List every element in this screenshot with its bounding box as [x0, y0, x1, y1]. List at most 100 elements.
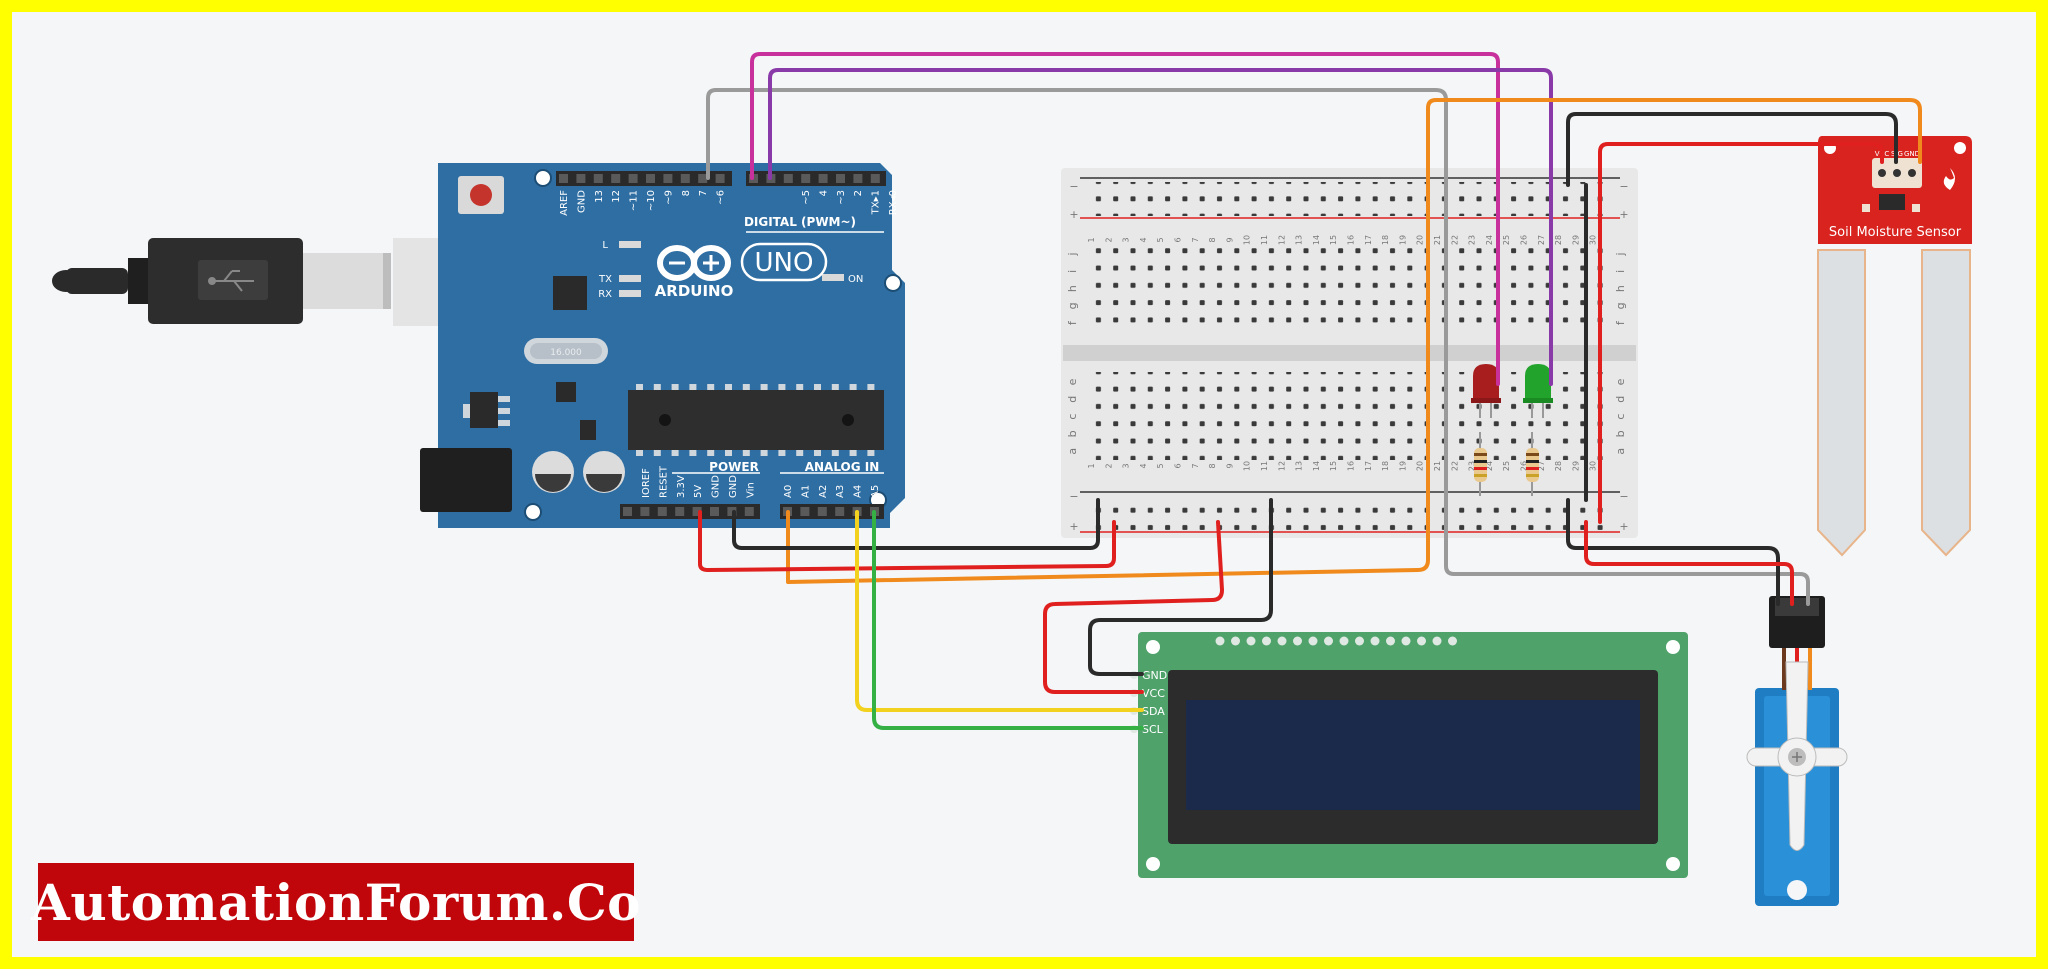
pin-label: RX◂0: [888, 190, 899, 215]
pin-label: ~11: [629, 190, 640, 211]
column-number: 18: [1381, 235, 1390, 245]
row-letter: c: [1614, 414, 1627, 420]
column-number: 1: [1087, 237, 1096, 242]
pin-label: ~9: [663, 190, 674, 205]
column-number: 26: [1520, 461, 1529, 471]
mounting-hole: [884, 274, 902, 292]
row-letter: b: [1614, 430, 1627, 437]
rail-plus-label: +: [1619, 208, 1628, 221]
column-number: 13: [1295, 235, 1304, 245]
row-letter: j: [1066, 252, 1079, 256]
led-on: [822, 274, 844, 281]
column-number: 2: [1104, 463, 1113, 468]
pin-label: A3: [835, 485, 846, 498]
pin-label: 12: [611, 190, 622, 203]
pin-label: ~10: [646, 190, 657, 211]
brand-banner: AutomationForum.Co: [31, 863, 640, 941]
column-number: 9: [1225, 463, 1234, 468]
column-number: 10: [1243, 461, 1252, 471]
column-number: 30: [1589, 235, 1598, 245]
column-number: 19: [1398, 461, 1407, 471]
arduino-infinity-logo-icon: [657, 245, 731, 281]
column-number: 3: [1122, 237, 1131, 242]
row-letter: e: [1066, 378, 1079, 385]
column-number: 12: [1277, 235, 1286, 245]
usb-chip: [553, 276, 587, 310]
pin-label: AREF: [559, 190, 570, 216]
dc-power-jack: [420, 448, 512, 512]
capacitor: [532, 451, 574, 493]
reset-button[interactable]: [458, 176, 504, 214]
column-number: 5: [1156, 237, 1165, 242]
row-letter: f: [1614, 320, 1627, 325]
row-letter: g: [1066, 302, 1079, 309]
on-label: ON: [848, 274, 863, 285]
row-letter: d: [1614, 396, 1627, 403]
pin-label: ~5: [801, 190, 812, 205]
red-led: [1471, 364, 1501, 418]
pin-label: A2: [818, 485, 829, 498]
column-number: 22: [1450, 235, 1459, 245]
column-number: 22: [1450, 461, 1459, 471]
atmega-chip: [628, 384, 884, 456]
row-letter: a: [1614, 448, 1627, 455]
rail-plus-label: +: [1069, 208, 1078, 221]
column-number: 25: [1502, 235, 1511, 245]
column-number: 7: [1191, 463, 1200, 468]
column-number: 4: [1139, 463, 1148, 468]
breadboard: 1122334455667788991010111112121313141415…: [1061, 168, 1638, 538]
uno-label: UNO: [755, 248, 814, 278]
row-letter: h: [1614, 285, 1627, 292]
column-number: 8: [1208, 463, 1217, 468]
column-number: 11: [1260, 461, 1269, 471]
rail-plus-label: +: [1069, 520, 1078, 533]
sensor-pin-label: GND: [1904, 150, 1920, 158]
row-letter: e: [1614, 378, 1627, 385]
column-number: 24: [1485, 461, 1494, 471]
row-letter: j: [1614, 252, 1627, 256]
wire-orange-a0-signal: [786, 98, 1922, 584]
pin-label: 8: [681, 190, 692, 196]
column-number: 19: [1398, 235, 1407, 245]
digital-label: DIGITAL (PWM~): [744, 215, 856, 229]
row-letter: a: [1066, 448, 1079, 455]
wire-black-sensor-gnd: [1566, 112, 1898, 187]
column-number: 29: [1571, 461, 1580, 471]
column-number: 20: [1416, 461, 1425, 471]
arduino-uno-board: 16.000 L TX RX ON ARDUINO UNO: [420, 163, 905, 528]
column-number: 27: [1537, 461, 1546, 471]
power-label: POWER: [709, 460, 759, 474]
top-terminal-strip: [1085, 244, 1605, 332]
resistor: [1474, 432, 1487, 496]
column-number: 3: [1122, 463, 1131, 468]
pin-label: Vin: [745, 482, 756, 498]
column-number: 13: [1295, 461, 1304, 471]
row-letter: i: [1614, 270, 1627, 273]
column-number: 23: [1468, 461, 1477, 471]
wire-black-servo-gnd: [1566, 498, 1780, 606]
wire-red-lcd-vcc: [1043, 520, 1224, 694]
digital-header-right: [746, 171, 886, 186]
bottom-terminal-strip: [1085, 372, 1605, 460]
column-number: 14: [1312, 235, 1321, 245]
pin-label: 13: [594, 190, 605, 203]
resistor: [1526, 432, 1539, 496]
pin-label: A5: [870, 485, 881, 498]
pin-label: 7: [698, 190, 709, 196]
pin-label: 4: [818, 190, 829, 196]
lcd-pin-label: GND: [1142, 669, 1167, 682]
tx-label: TX: [598, 274, 612, 285]
wire-green-scl: [872, 510, 1144, 730]
lcd-pin-label: VCC: [1142, 687, 1165, 700]
column-number: 25: [1502, 461, 1511, 471]
pin-label: RESET: [658, 465, 669, 498]
voltage-regulator: [470, 392, 498, 428]
column-number: 30: [1589, 461, 1598, 471]
servo-horn: [1746, 661, 1848, 851]
column-number: 1: [1087, 463, 1096, 468]
column-number: 27: [1537, 235, 1546, 245]
wire-gray-d9: [706, 88, 1810, 606]
